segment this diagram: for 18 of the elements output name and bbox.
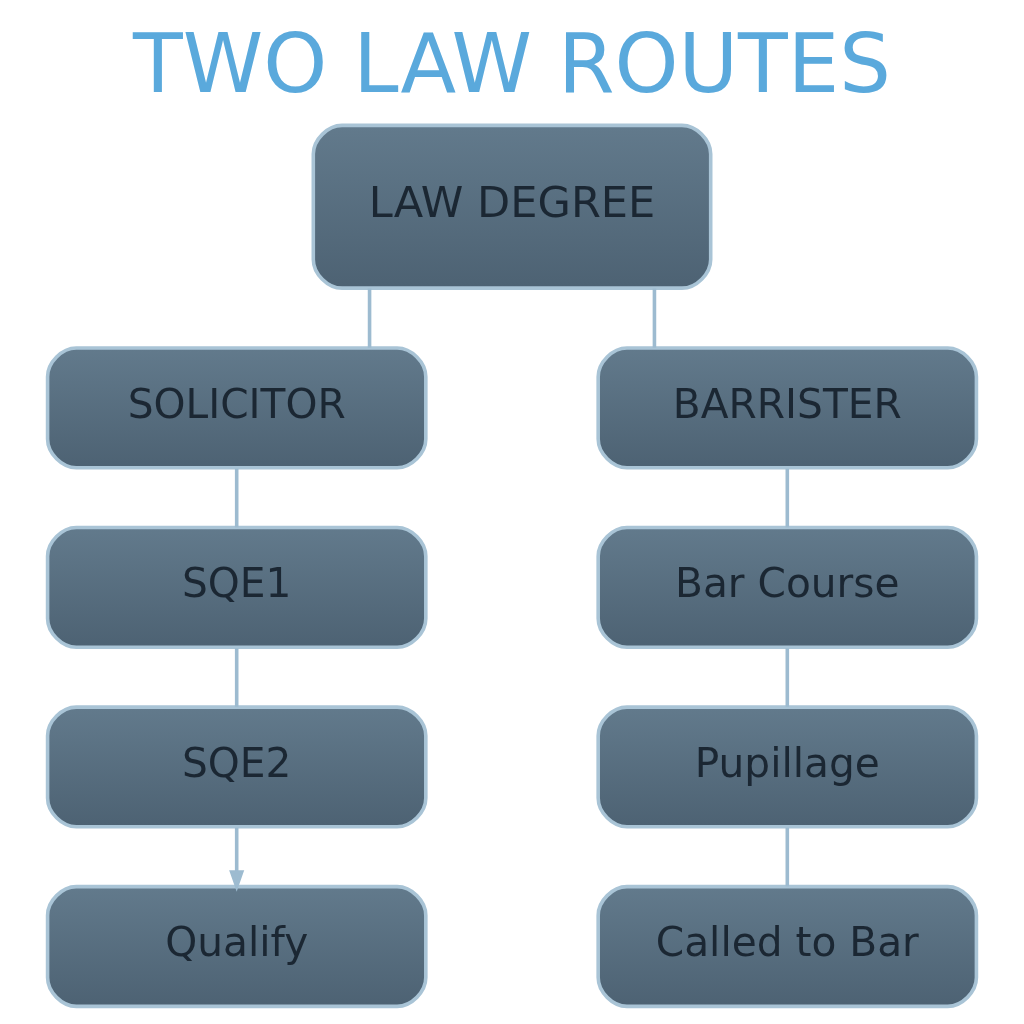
connector [234,648,239,707]
node-box: Qualify [45,884,428,1009]
node-box: LAW DEGREE [311,123,713,290]
connector [785,827,790,887]
connector [367,288,372,348]
connector [785,468,790,528]
node-box: Called to Bar [596,884,979,1009]
connector [234,468,239,528]
diagram-title: TWO LAW ROUTES [133,16,891,112]
node-box: SQE1 [45,525,428,650]
node-box: Bar Course [596,525,979,650]
node-box: SQE2 [45,705,428,829]
connector [785,648,790,707]
node-box: SOLICITOR [45,346,428,470]
node-box: BARRISTER [596,346,979,470]
node-box: Pupillage [596,705,979,829]
connector [652,288,657,348]
arrow [229,827,245,892]
